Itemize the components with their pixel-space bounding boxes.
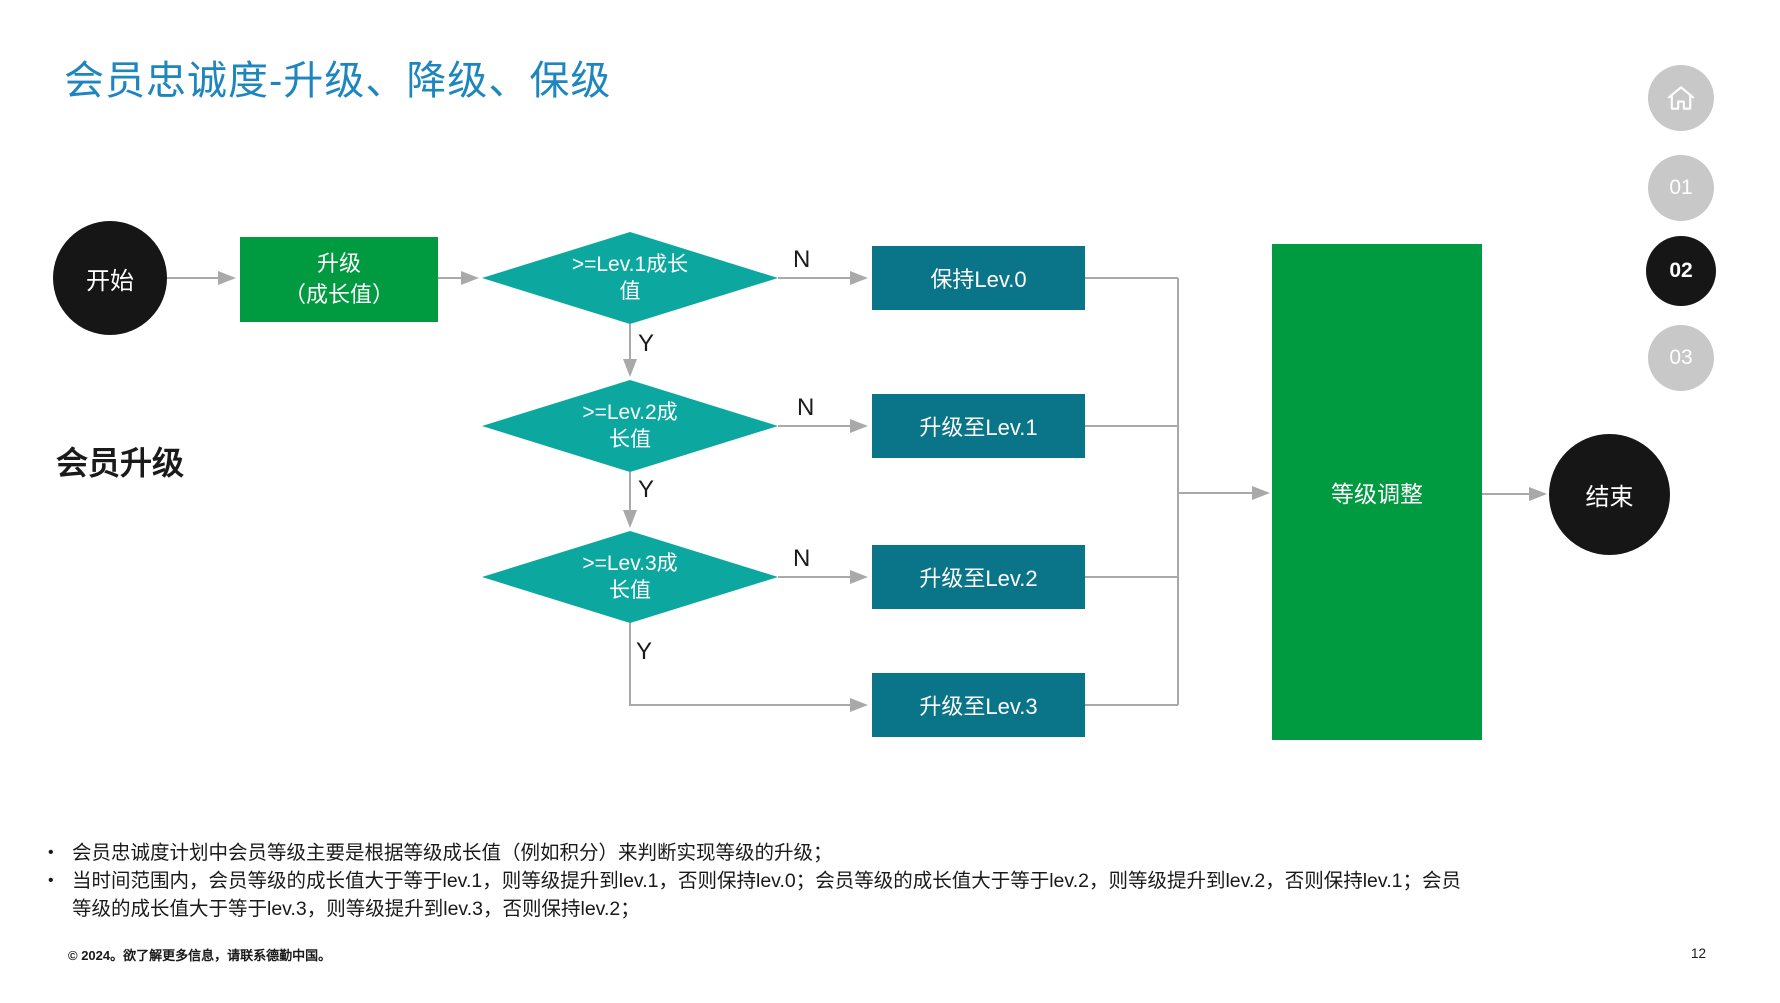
nav-step-01-label: 01 — [1669, 176, 1693, 199]
home-button[interactable] — [1648, 65, 1714, 131]
notes-list: • 会员忠诚度计划中会员等级主要是根据等级成长值（例如积分）来判断实现等级的升级… — [48, 839, 1473, 923]
flow-process-line1: 升级 — [316, 250, 361, 276]
flow-adjust-label: 等级调整 — [1331, 481, 1423, 507]
bullet-text-1: 会员忠诚度计划中会员等级主要是根据等级成长值（例如积分）来判断实现等级的升级； — [72, 842, 833, 864]
flow-outcome-up-lev1: 升级至Lev.1 — [872, 394, 1085, 458]
nav-step-02-active[interactable]: 02 — [1646, 236, 1716, 306]
nav-step-03[interactable]: 03 — [1648, 325, 1714, 391]
section-label: 会员升级 — [56, 445, 185, 481]
flow-decision-lev1-line1: >=Lev.1成长 — [571, 252, 689, 276]
flow-decision-lev2: >=Lev.2成 长值 — [482, 380, 778, 472]
arrow-decision3-yes-elbow — [629, 623, 868, 712]
branch-label-yes-2: Y — [638, 476, 655, 503]
flow-outcome-keep-lev0-label: 保持Lev.0 — [930, 267, 1027, 292]
flow-start-node: 开始 — [53, 221, 167, 335]
flow-start-label: 开始 — [86, 267, 134, 295]
flow-adjust-node: 等级调整 — [1272, 244, 1482, 740]
page-number: 12 — [1691, 946, 1707, 961]
flow-decision-lev2-line2: 长值 — [609, 428, 651, 451]
nav-step-02-label: 02 — [1669, 259, 1693, 282]
flow-outcome-up-lev2: 升级至Lev.2 — [872, 545, 1085, 609]
list-item: • 当时间范围内，会员等级的成长值大于等于lev.1，则等级提升到lev.1，否… — [48, 867, 1473, 923]
flow-outcome-up-lev3-label: 升级至Lev.3 — [919, 694, 1038, 719]
nav-step-03-label: 03 — [1669, 346, 1693, 369]
flow-decision-lev3-line2: 长值 — [609, 579, 651, 602]
bullet-marker: • — [48, 872, 54, 889]
flow-outcome-keep-lev0: 保持Lev.0 — [872, 246, 1085, 310]
flow-end-label: 结束 — [1585, 484, 1634, 511]
flow-decision-lev3: >=Lev.3成 长值 — [482, 531, 778, 623]
branch-label-yes-3: Y — [636, 638, 653, 665]
flow-decision-lev1-line2: 值 — [619, 280, 641, 303]
list-item: • 会员忠诚度计划中会员等级主要是根据等级成长值（例如积分）来判断实现等级的升级… — [48, 839, 1473, 867]
flow-decision-lev3-line1: >=Lev.3成 — [582, 551, 678, 575]
branch-label-no-2: N — [797, 394, 815, 421]
flow-process-node: 升级 （成长值） — [240, 237, 438, 322]
flow-decision-lev2-line1: >=Lev.2成 — [582, 400, 678, 424]
branch-label-no-1: N — [793, 246, 811, 273]
page-title: 会员忠诚度-升级、降级、保级 — [64, 59, 612, 103]
flow-outcome-up-lev2-label: 升级至Lev.2 — [919, 566, 1038, 591]
flow-process-line2: （成长值） — [283, 281, 394, 307]
footer-copyright: © 2024。欲了解更多信息，请联系德勤中国。 — [68, 948, 332, 963]
flow-decision-lev1: >=Lev.1成长 值 — [482, 232, 778, 324]
branch-label-yes-1: Y — [638, 330, 655, 357]
flow-outcome-up-lev1-label: 升级至Lev.1 — [919, 415, 1038, 440]
bullet-marker: • — [48, 844, 54, 861]
home-icon — [1667, 86, 1695, 110]
branch-label-no-3: N — [793, 545, 811, 572]
flow-outcome-up-lev3: 升级至Lev.3 — [872, 673, 1085, 737]
flow-end-node: 结束 — [1549, 434, 1670, 555]
bullet-text-2: 当时间范围内，会员等级的成长值大于等于lev.1，则等级提升到lev.1，否则保… — [72, 870, 1461, 920]
nav-step-01[interactable]: 01 — [1648, 155, 1714, 221]
